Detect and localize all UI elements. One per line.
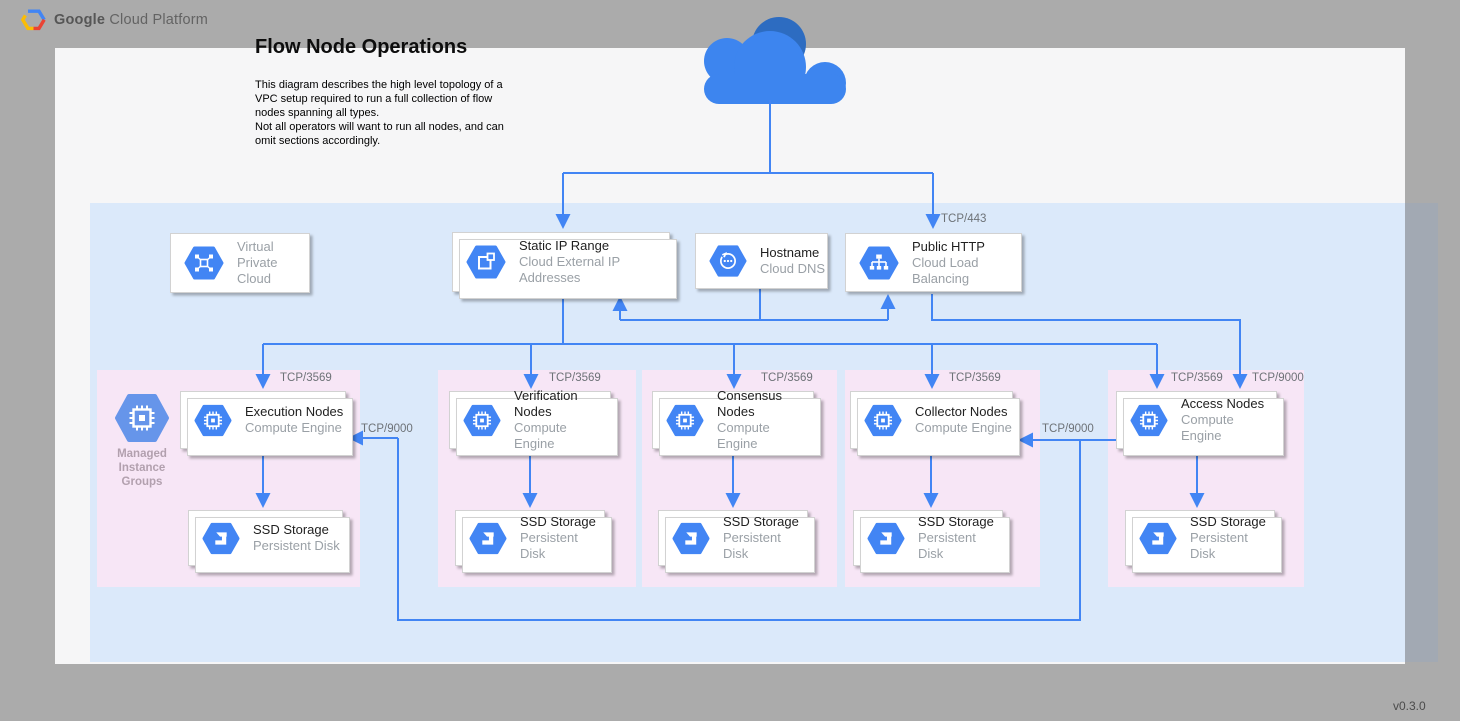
port-label-tcp443: TCP/443 [941, 213, 986, 225]
persistent-disk-icon [202, 522, 240, 555]
card-title: SSD Storage [520, 514, 604, 530]
page-title: Flow Node Operations [255, 36, 467, 59]
card-title: SSD Storage [723, 514, 807, 530]
card-subtitle: Persistent Disk [723, 530, 807, 562]
persistent-disk-icon [672, 522, 710, 555]
card-subtitle: Persistent Disk [1190, 530, 1274, 562]
card-subtitle: Cloud Load Balancing [912, 255, 1021, 287]
cloud-load-balancing-icon [859, 246, 899, 280]
card-public-http: Public HTTP Cloud Load Balancing [845, 233, 1022, 292]
card-consensus-nodes: Consensus Nodes Compute Engine [652, 391, 814, 449]
compute-engine-icon [666, 404, 704, 437]
card-execution-nodes: Execution Nodes Compute Engine [180, 391, 346, 449]
card-virtual-private-cloud: Virtual Private Cloud [170, 233, 310, 293]
card-access-ssd-storage: SSD Storage Persistent Disk [1125, 510, 1275, 566]
card-subtitle: Persistent Disk [918, 530, 1002, 562]
persistent-disk-icon [1139, 522, 1177, 555]
brand-cloud-platform: Cloud Platform [109, 12, 208, 28]
vpc-icon [184, 246, 224, 280]
gcp-logo-icon [21, 9, 46, 31]
card-title: Hostname [760, 245, 825, 261]
card-verification-ssd-storage: SSD Storage Persistent Disk [455, 510, 605, 566]
persistent-disk-icon [867, 522, 905, 555]
compute-engine-icon [864, 404, 902, 437]
cloud-dns-icon [709, 244, 747, 278]
description-line: nodes spanning all types. [255, 107, 540, 121]
port-label-tcp3569: TCP/3569 [280, 372, 332, 384]
card-collector-ssd-storage: SSD Storage Persistent Disk [853, 510, 1003, 566]
description-line: Not all operators will want to run all n… [255, 121, 540, 135]
card-title: SSD Storage [1190, 514, 1274, 530]
port-label-tcp3569: TCP/3569 [1171, 372, 1223, 384]
compute-engine-icon [1130, 404, 1168, 437]
brand-google: Google [54, 12, 105, 28]
card-execution-ssd-storage: SSD Storage Persistent Disk [188, 510, 343, 566]
card-subtitle: Compute Engine [514, 420, 610, 452]
port-label-tcp3569: TCP/3569 [549, 372, 601, 384]
card-hostname: Hostname Cloud DNS [695, 233, 828, 289]
card-access-nodes: Access Nodes Compute Engine [1116, 391, 1277, 449]
card-title: SSD Storage [918, 514, 1002, 530]
card-title: Consensus Nodes [717, 388, 813, 420]
description-line: This diagram describes the high level to… [255, 79, 540, 93]
brand-text: Google Cloud Platform [54, 12, 208, 28]
card-verification-nodes: Verification Nodes Compute Engine [449, 391, 611, 449]
card-title: Static IP Range [519, 238, 669, 254]
description-line: omit sections accordingly. [255, 135, 540, 149]
card-title: Virtual [237, 239, 309, 255]
compute-engine-icon [194, 404, 232, 437]
card-subtitle: Persistent Disk [253, 538, 340, 554]
version-label: v0.3.0 [1393, 699, 1426, 713]
card-title: Access Nodes [1181, 396, 1276, 412]
managed-instance-groups-icon [114, 393, 170, 443]
card-subtitle: Private Cloud [237, 255, 309, 287]
card-title: Collector Nodes [915, 404, 1012, 420]
card-collector-nodes: Collector Nodes Compute Engine [850, 391, 1013, 449]
card-subtitle: Cloud External IP Addresses [519, 254, 669, 286]
port-label-tcp9000: TCP/9000 [361, 423, 413, 435]
port-label-tcp3569: TCP/3569 [761, 372, 813, 384]
persistent-disk-icon [469, 522, 507, 555]
managed-instance-groups-label: Managed Instance Groups [100, 447, 184, 489]
card-title: SSD Storage [253, 522, 340, 538]
description-line: VPC setup required to run a full collect… [255, 93, 540, 107]
internet-cloud-icon [682, 14, 858, 112]
card-subtitle: Compute Engine [1181, 412, 1276, 444]
card-consensus-ssd-storage: SSD Storage Persistent Disk [658, 510, 808, 566]
card-subtitle: Compute Engine [915, 420, 1012, 436]
card-subtitle: Cloud DNS [760, 261, 825, 277]
card-subtitle: Persistent Disk [520, 530, 604, 562]
card-title: Verification Nodes [514, 388, 610, 420]
card-title: Public HTTP [912, 239, 1021, 255]
port-label-tcp9000: TCP/9000 [1252, 372, 1304, 384]
card-title: Execution Nodes [245, 404, 343, 420]
card-subtitle: Compute Engine [245, 420, 343, 436]
port-label-tcp3569: TCP/3569 [949, 372, 1001, 384]
port-label-tcp9000: TCP/9000 [1042, 423, 1094, 435]
compute-engine-icon [463, 404, 501, 437]
description-text: This diagram describes the high level to… [255, 79, 540, 149]
gcp-brand: Google Cloud Platform [21, 9, 208, 31]
external-ip-icon [466, 245, 506, 279]
right-edge-strip [1405, 203, 1438, 662]
card-subtitle: Compute Engine [717, 420, 813, 452]
card-static-ip-range: Static IP Range Cloud External IP Addres… [452, 232, 670, 292]
